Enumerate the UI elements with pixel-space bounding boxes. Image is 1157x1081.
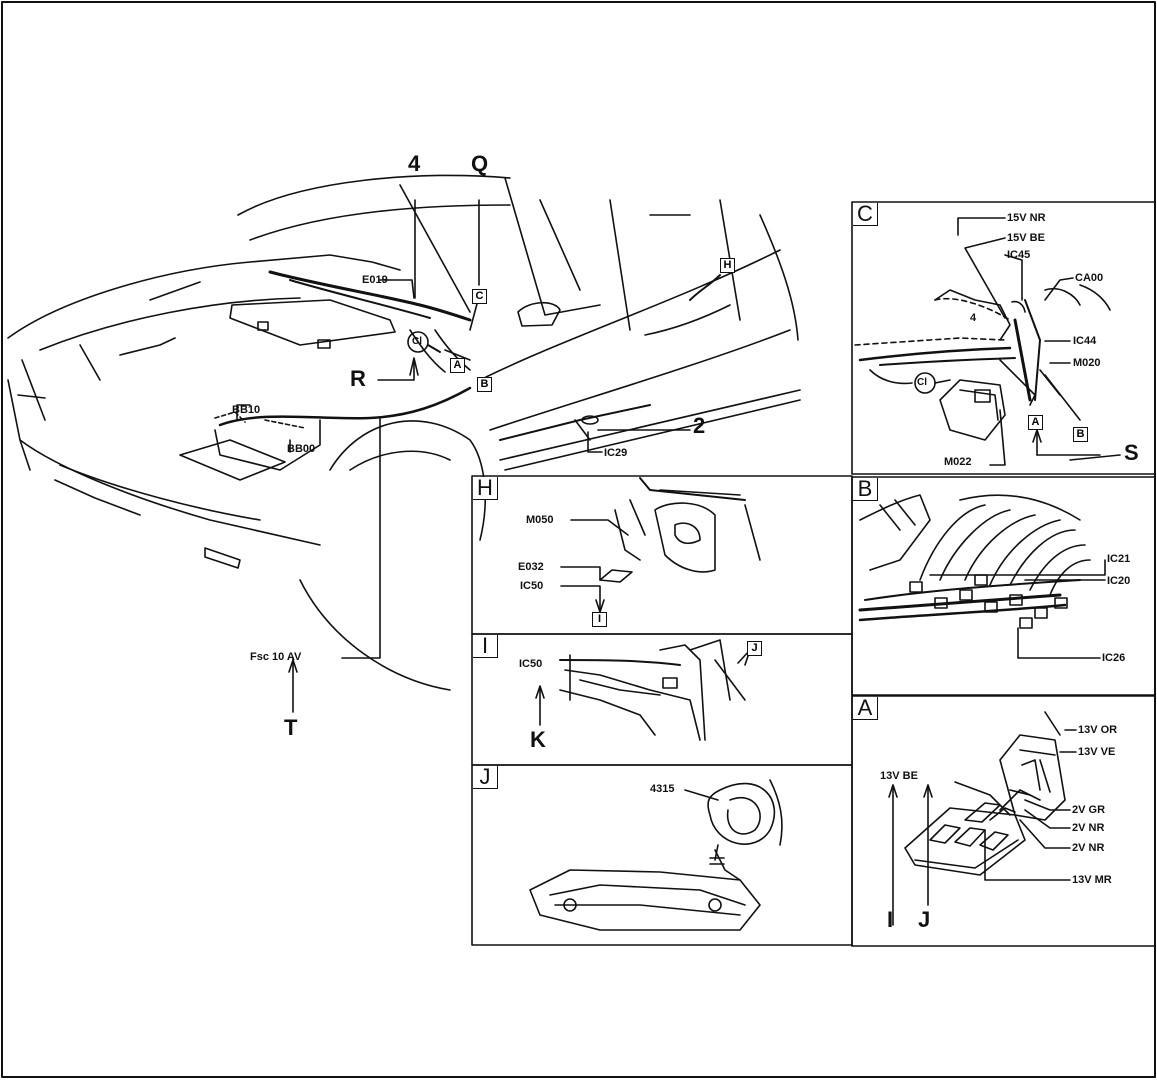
box-b: B	[477, 377, 492, 392]
panel-i-drawing	[471, 633, 853, 766]
panel-h-title: H	[473, 477, 498, 500]
label-bb10: BB10	[232, 404, 261, 416]
label-m050: M050	[526, 514, 554, 526]
panel-a-drawing	[851, 695, 1156, 947]
callout-t: T	[284, 715, 298, 740]
panel-c-box-a: A	[1028, 415, 1043, 430]
panel-i-box-j: J	[747, 641, 762, 656]
panel-j-title: J	[473, 766, 498, 789]
label-ic21: IC21	[1107, 553, 1131, 565]
label-ic50-h: IC50	[520, 580, 544, 592]
panel-b-title: B	[853, 478, 878, 501]
panel-c-title: C	[853, 203, 878, 226]
ground-symbol: Cl	[412, 336, 422, 347]
panel-i-title: I	[473, 635, 498, 658]
label-2v-nr-1: 2V NR	[1072, 822, 1105, 834]
label-ic44: IC44	[1073, 335, 1097, 347]
callout-s: S	[1124, 440, 1139, 465]
label-ic29: IC29	[604, 447, 628, 459]
panel-a-title: A	[853, 697, 878, 720]
callout-4: 4	[408, 151, 421, 176]
label-ic50-i: IC50	[519, 658, 543, 670]
box-a: A	[450, 358, 465, 373]
panel-h-drawing	[471, 475, 853, 635]
callout-q: Q	[471, 151, 489, 176]
label-ic45: IC45	[1007, 249, 1031, 261]
label-ca00: CA00	[1075, 272, 1104, 284]
panel-b-drawing	[851, 476, 1156, 696]
panel-j-drawing	[471, 764, 853, 946]
label-13v-or: 13V OR	[1078, 724, 1118, 736]
label-m020: M020	[1073, 357, 1101, 369]
label-4: 4	[970, 312, 977, 324]
label-m022: M022	[944, 456, 972, 468]
callout-j: J	[918, 907, 931, 932]
box-h: H	[720, 258, 735, 273]
label-bb00: BB00	[287, 443, 316, 455]
label-13v-be: 13V BE	[880, 770, 918, 782]
panel-c-drawing	[851, 201, 1156, 475]
label-13v-mr: 13V MR	[1072, 874, 1112, 886]
label-4315: 4315	[650, 783, 675, 795]
label-e032: E032	[518, 561, 544, 573]
label-15v-be: 15V BE	[1007, 232, 1045, 244]
callout-r: R	[350, 366, 366, 391]
label-fsc-10-av: Fsc 10 AV	[250, 651, 302, 663]
callout-2: 2	[693, 413, 706, 438]
panel-h-box-i: I	[592, 612, 607, 627]
car-drawing	[7, 174, 801, 713]
panel-c-ground: Cl	[917, 377, 927, 388]
box-c: C	[472, 289, 487, 304]
label-e019: E019	[362, 274, 388, 286]
label-ic20: IC20	[1107, 575, 1131, 587]
callout-i: I	[887, 907, 894, 932]
label-ic26: IC26	[1102, 652, 1126, 664]
panel-c-box-b: B	[1073, 427, 1088, 442]
label-2v-gr: 2V GR	[1072, 804, 1106, 816]
label-15v-nr: 15V NR	[1007, 212, 1046, 224]
callout-k: K	[530, 727, 546, 752]
label-2v-nr-2: 2V NR	[1072, 842, 1105, 854]
label-13v-ve: 13V VE	[1078, 746, 1116, 758]
